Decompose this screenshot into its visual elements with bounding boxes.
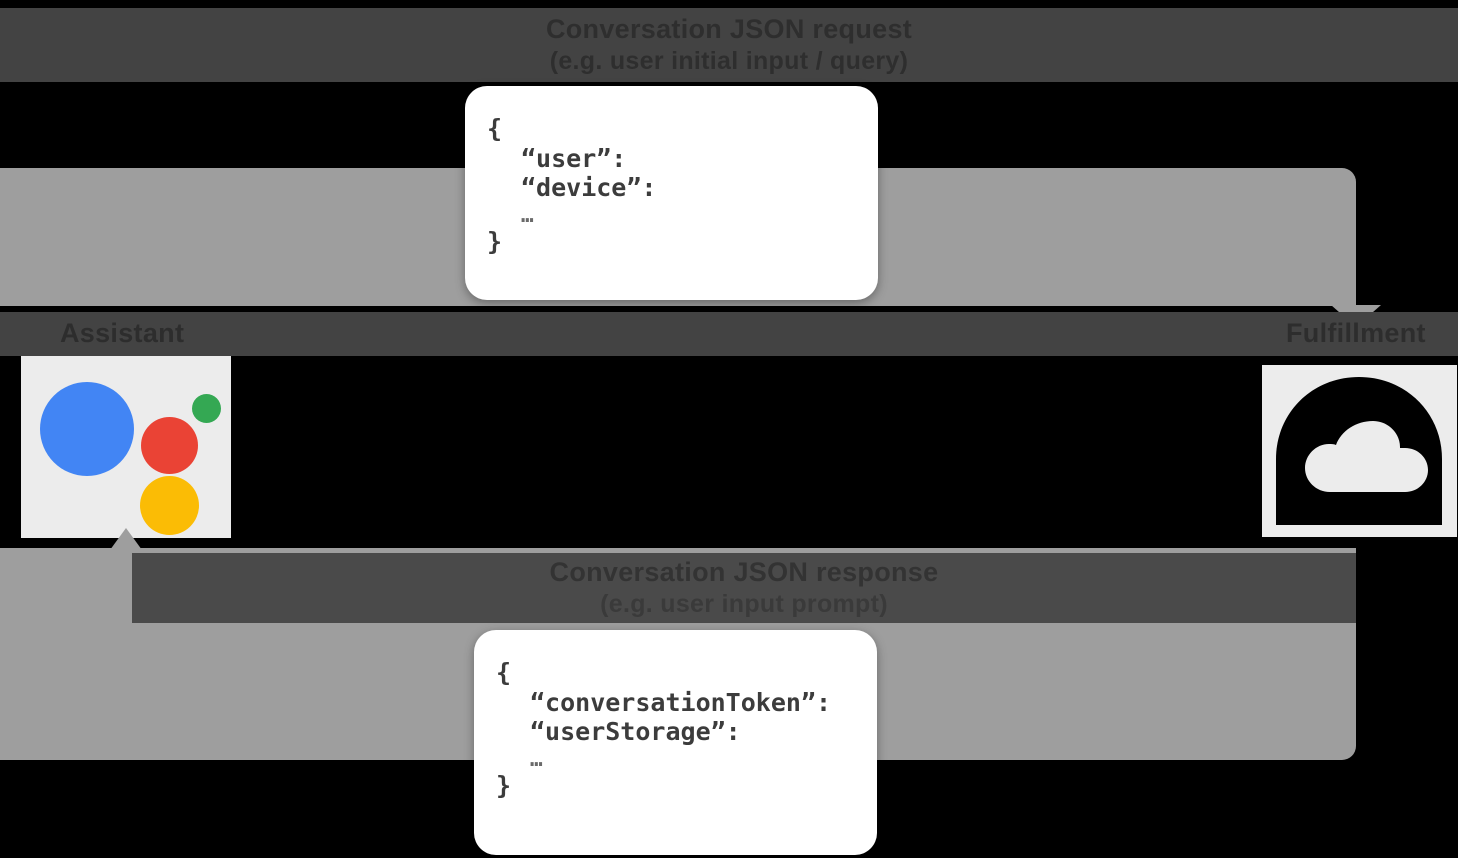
response-json-bubble: { “conversationToken”: “userStorage”: … … bbox=[474, 630, 877, 855]
node-label-strip bbox=[0, 312, 1458, 356]
assistant-yellow-dot-icon bbox=[140, 476, 199, 535]
cloud-icon bbox=[1276, 377, 1442, 525]
assistant-label: Assistant bbox=[60, 318, 185, 348]
response-open-brace: { bbox=[496, 658, 512, 687]
request-open-brace: { bbox=[487, 114, 503, 143]
request-flow-label: Conversation JSON request (e.g. user ini… bbox=[0, 8, 1458, 82]
request-json-bubble: { “user”: “device”: … } bbox=[465, 86, 878, 300]
assistant-red-dot-icon bbox=[141, 417, 198, 474]
request-key-device: “device”: bbox=[521, 173, 657, 202]
response-close-brace: } bbox=[496, 771, 512, 801]
assistant-green-dot-icon bbox=[192, 394, 221, 423]
response-key-user-storage: “userStorage”: bbox=[530, 717, 741, 746]
fulfillment-icon-tile bbox=[1262, 365, 1457, 537]
request-flow-subtitle: (e.g. user initial input / query) bbox=[549, 47, 909, 76]
request-close-brace: } bbox=[487, 227, 503, 257]
assistant-blue-dot-icon bbox=[40, 382, 134, 476]
response-flow-arrowhead-icon bbox=[110, 528, 142, 550]
google-assistant-icon bbox=[21, 356, 231, 538]
request-key-user: “user”: bbox=[521, 143, 627, 173]
request-ellipsis: … bbox=[521, 202, 534, 227]
response-flow-label: Conversation JSON response (e.g. user in… bbox=[132, 553, 1356, 623]
fulfillment-label: Fulfillment bbox=[1286, 318, 1426, 348]
request-flow-title: Conversation JSON request bbox=[545, 13, 913, 44]
response-flow-subtitle: (e.g. user input prompt) bbox=[600, 590, 888, 619]
response-ellipsis: … bbox=[530, 746, 543, 771]
response-flow-title: Conversation JSON response bbox=[549, 556, 939, 587]
response-key-conversation-token: “conversationToken”: bbox=[530, 687, 832, 717]
